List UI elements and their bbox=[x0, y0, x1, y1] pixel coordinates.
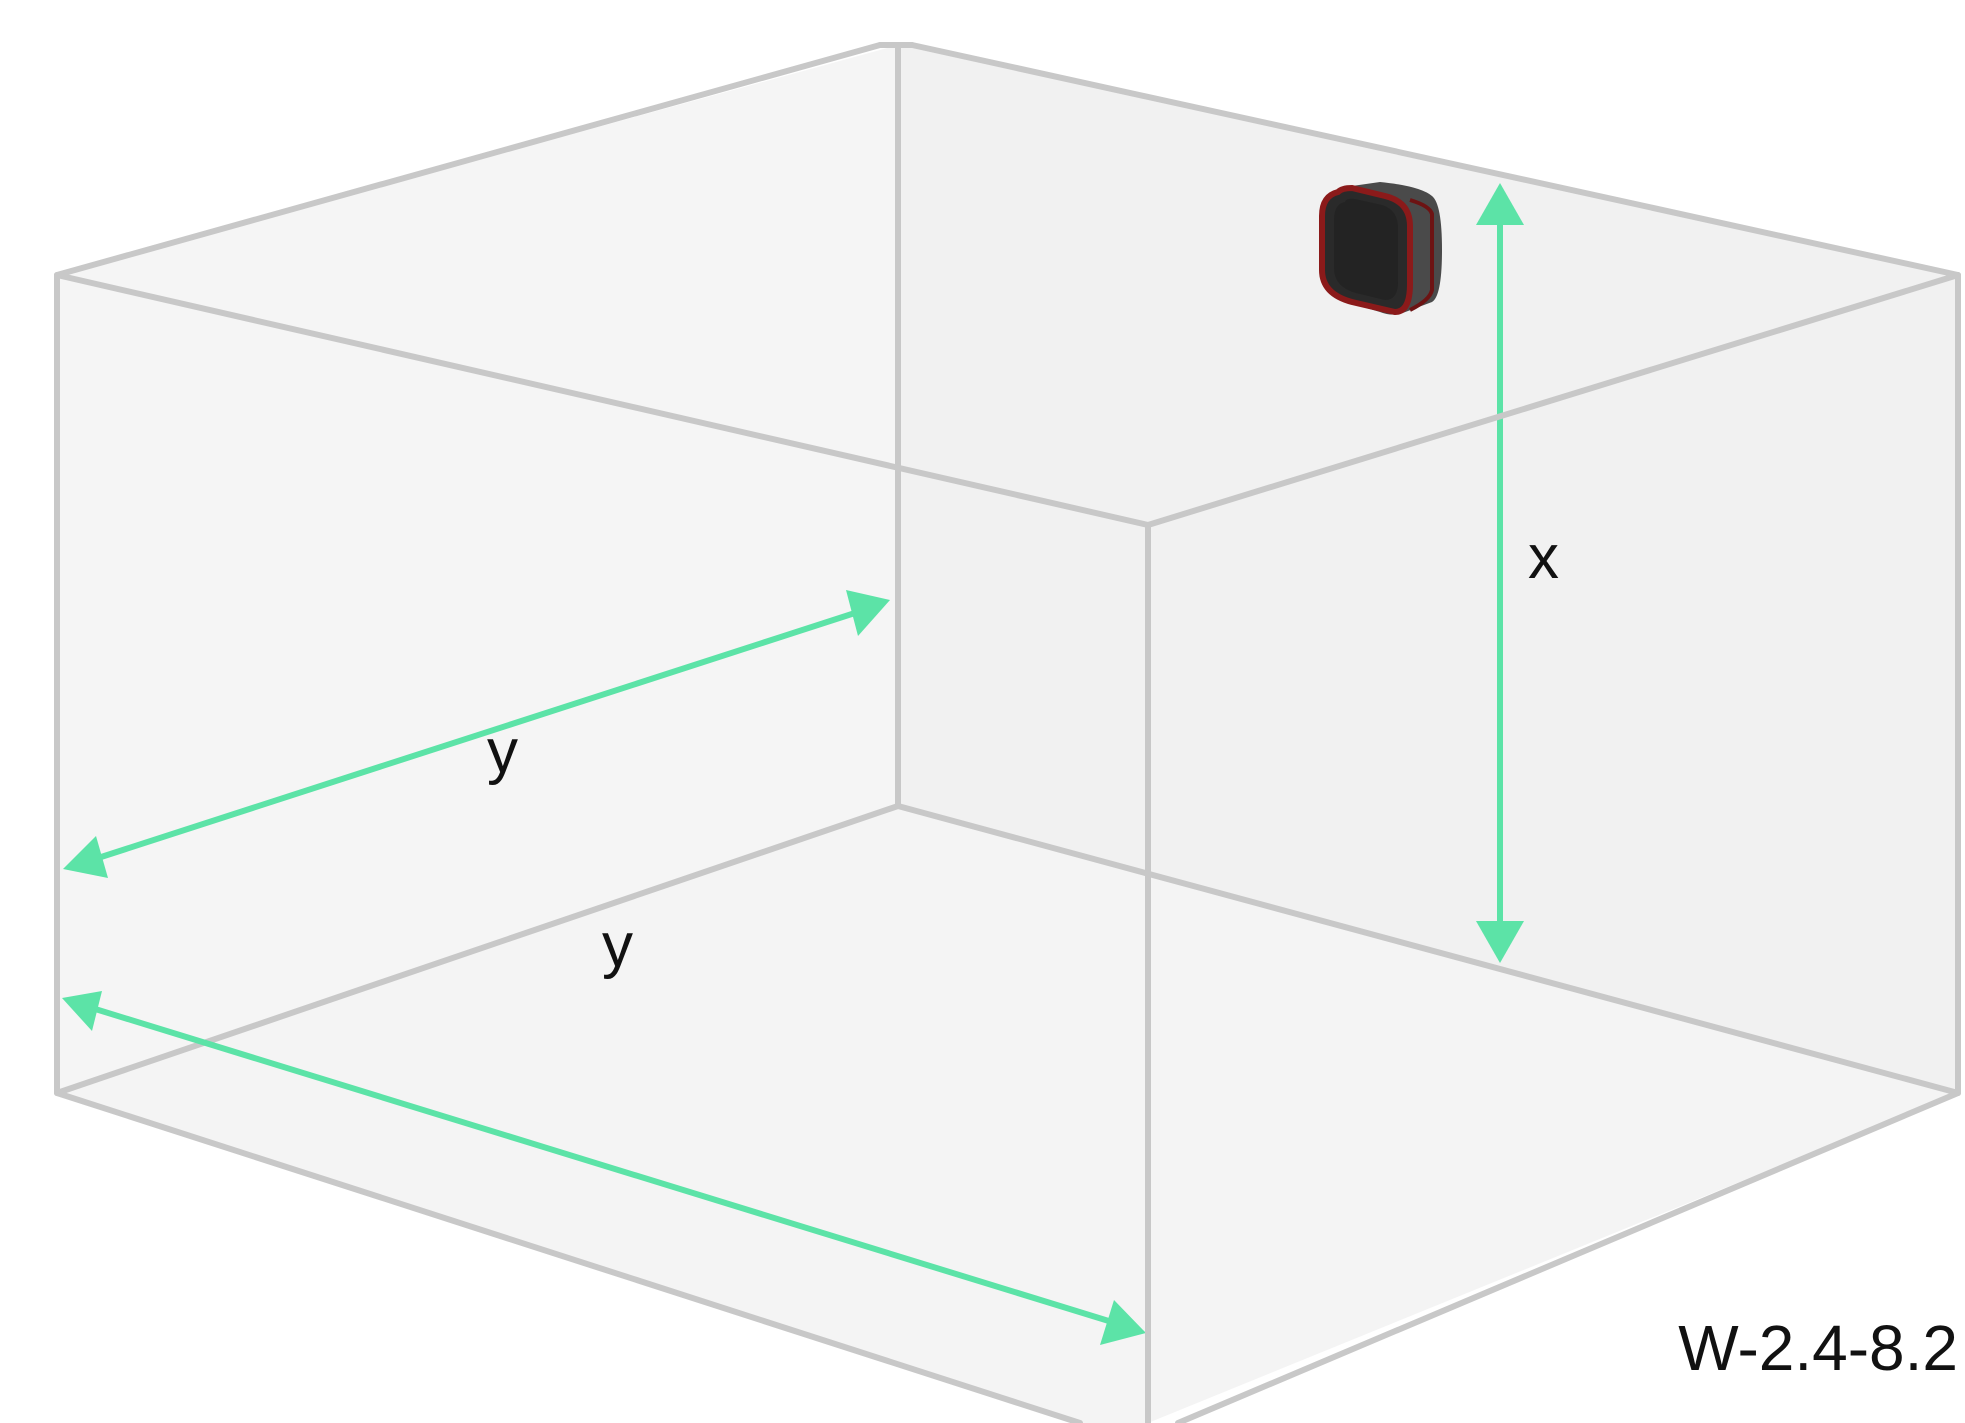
top-front-right-edge bbox=[1145, 272, 1961, 528]
front-floor-left-edge bbox=[54, 1090, 1083, 1423]
depth-arrow-upper bbox=[63, 590, 890, 878]
top-back-right-edge bbox=[909, 42, 1961, 278]
dimension-labels: x y y W-2.4-8.2 bbox=[487, 523, 1958, 1384]
floor bbox=[57, 806, 1958, 1423]
room-top-edges bbox=[54, 42, 1961, 278]
arrow-head-right bbox=[1100, 1300, 1146, 1345]
arrow-head-bottom bbox=[1476, 921, 1524, 963]
room-front-edges bbox=[54, 272, 1961, 1423]
left-wall bbox=[57, 45, 898, 1093]
front-floor-right-edge bbox=[1175, 1090, 1961, 1423]
arrow-head-left bbox=[63, 836, 108, 878]
height-label: x bbox=[1528, 523, 1559, 592]
depth-label-upper: y bbox=[487, 717, 518, 786]
dimension-arrows bbox=[62, 183, 1524, 1345]
arrow-head-top bbox=[1476, 183, 1524, 225]
diagram-code: W-2.4-8.2 bbox=[1678, 1312, 1958, 1384]
depth-label-lower: y bbox=[602, 911, 633, 980]
arrow-head-right bbox=[846, 590, 890, 636]
top-back-left-edge bbox=[54, 42, 883, 278]
top-front-left-edge bbox=[54, 272, 1151, 528]
room-back-edges bbox=[54, 42, 1961, 1096]
wall-mounted-sensor-icon bbox=[1319, 182, 1442, 316]
back-floor-right-edge bbox=[895, 803, 1961, 1096]
back-floor-left-edge bbox=[54, 803, 901, 1096]
arrow-head-left bbox=[62, 991, 102, 1031]
room-faces bbox=[57, 45, 1958, 1423]
depth-arrow-lower bbox=[62, 991, 1146, 1345]
height-arrow bbox=[1476, 183, 1524, 963]
right-wall bbox=[898, 45, 1958, 1093]
